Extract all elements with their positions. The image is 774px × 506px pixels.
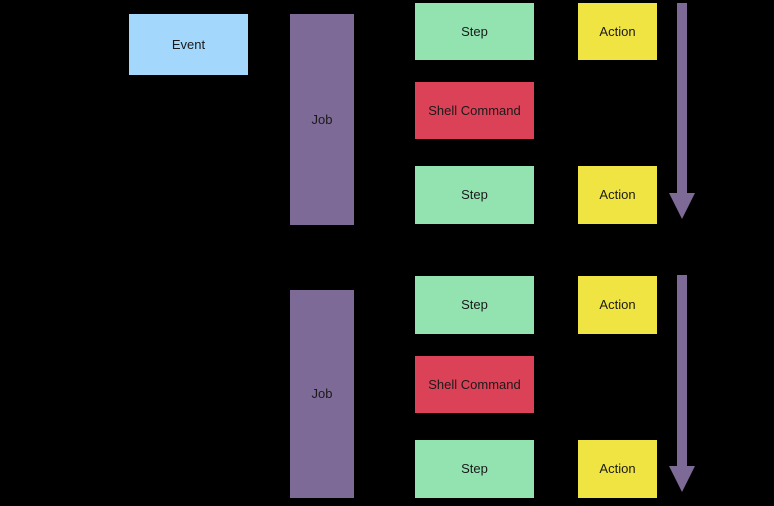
- node-label: Action: [599, 23, 636, 39]
- node-label: Action: [599, 461, 636, 477]
- node-shell-command[interactable]: Shell Command: [415, 82, 534, 139]
- node-label: Event: [171, 36, 206, 52]
- node-step[interactable]: Step: [415, 166, 534, 224]
- node-job[interactable]: Job: [290, 14, 354, 225]
- arrow-down-icon: [669, 3, 695, 219]
- node-label: Action: [599, 297, 636, 313]
- node-step[interactable]: Step: [415, 3, 534, 60]
- node-action[interactable]: Action: [578, 440, 657, 498]
- node-step[interactable]: Step: [415, 276, 534, 334]
- node-label: Step: [461, 187, 488, 203]
- node-job[interactable]: Job: [290, 290, 354, 498]
- node-label: Action: [599, 187, 636, 203]
- node-label: Job: [311, 111, 333, 127]
- node-label: Step: [461, 461, 488, 477]
- node-label: Step: [461, 23, 488, 39]
- node-action[interactable]: Action: [578, 276, 657, 334]
- node-action[interactable]: Action: [578, 3, 657, 60]
- node-label: Shell Command: [428, 102, 521, 118]
- node-label: Shell Command: [428, 376, 521, 392]
- node-action[interactable]: Action: [578, 166, 657, 224]
- node-label: Job: [311, 386, 333, 402]
- arrow-down-icon: [669, 275, 695, 492]
- node-shell-command[interactable]: Shell Command: [415, 356, 534, 413]
- node-label: Step: [461, 297, 488, 313]
- node-step[interactable]: Step: [415, 440, 534, 498]
- node-event[interactable]: Event: [129, 14, 248, 75]
